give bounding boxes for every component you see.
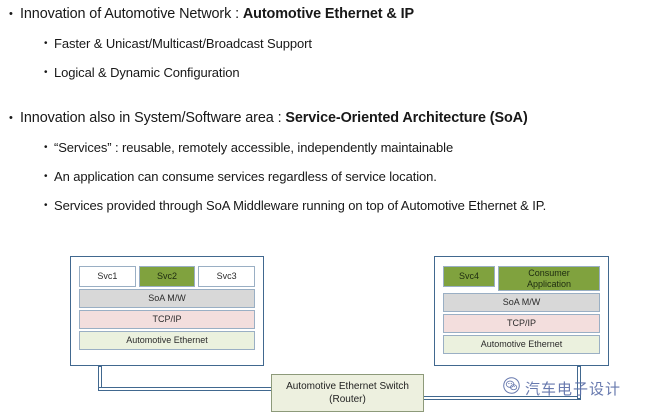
section-spacer [0,81,671,104]
bullet-text: Services provided through SoA Middleware… [54,198,547,213]
bullet-marker: • [44,171,48,182]
bullet-text: “Services” : reusable, remotely accessib… [54,140,454,155]
layer-soa-middleware-right: SoA M/W [443,293,600,312]
bullet-text: Innovation also in System/Software area … [20,110,528,127]
bullet-marker: • [9,8,13,20]
consumer-app-line2: Application [526,278,572,289]
connector-left-horizontal [98,387,274,391]
bullet-item-5: • An application can consume services re… [0,169,671,185]
service-row-right: Svc4 Consumer Application [443,266,600,291]
wechat-icon [503,377,520,399]
layer-automotive-ethernet-left: Automotive Ethernet [79,331,255,350]
bullet-marker: • [9,112,13,124]
bullet-marker: • [44,142,48,153]
service-box-svc3[interactable]: Svc3 [198,266,256,287]
switch-label-line2: (Router) [329,394,366,405]
service-row-left: Svc1 Svc2 Svc3 [79,266,256,287]
ecu-node-left: Svc1 Svc2 Svc3 SoA M/W TCP/IP Automotive… [70,256,264,366]
ecu-node-right: Svc4 Consumer Application SoA M/W TCP/IP… [434,256,609,366]
bullet-item-1: • Faster & Unicast/Multicast/Broadcast S… [0,36,671,52]
bullet-text-bold: Automotive Ethernet & IP [242,6,414,22]
architecture-diagram: Svc1 Svc2 Svc3 SoA M/W TCP/IP Automotive… [0,248,671,415]
switch-label-line1: Automotive Ethernet Switch [286,380,409,392]
bullet-item-6: • Services provided through SoA Middlewa… [0,198,671,214]
service-box-consumer-application[interactable]: Consumer Application [498,266,600,291]
layer-tcpip-right: TCP/IP [443,314,600,333]
bullet-text-bold: Service-Oriented Architecture (SoA) [285,110,528,126]
slide-content: • Innovation of Automotive Network : Aut… [0,6,671,214]
service-box-svc4[interactable]: Svc4 [443,266,495,287]
service-box-svc1[interactable]: Svc1 [79,266,136,287]
watermark: 汽车电子设计 [503,377,621,399]
bullet-text: Logical & Dynamic Configuration [54,65,240,80]
bullet-text-normal: Innovation also in System/Software area … [20,110,286,126]
bullet-text: An application can consume services rega… [54,169,437,184]
bullet-marker: • [44,200,48,211]
bullet-item-3: • Innovation also in System/Software are… [0,110,671,127]
connector-right-vertical [577,366,581,399]
watermark-text: 汽车电子设计 [525,379,622,398]
layer-automotive-ethernet-right: Automotive Ethernet [443,335,600,354]
automotive-ethernet-switch-box: Automotive Ethernet Switch (Router) [271,374,424,412]
bullet-marker: • [44,38,48,49]
protocol-stack-left: Svc1 Svc2 Svc3 SoA M/W TCP/IP Automotive… [79,266,256,350]
protocol-stack-right: Svc4 Consumer Application SoA M/W TCP/IP… [443,266,600,354]
consumer-app-line1: Consumer [528,268,570,279]
bullet-item-4: • “Services” : reusable, remotely access… [0,140,671,156]
layer-soa-middleware-left: SoA M/W [79,289,255,308]
bullet-text: Faster & Unicast/Multicast/Broadcast Sup… [54,36,312,51]
layer-tcpip-left: TCP/IP [79,310,255,329]
bullet-item-0: • Innovation of Automotive Network : Aut… [0,6,671,23]
bullet-text: Innovation of Automotive Network : Autom… [20,6,414,23]
bullet-item-2: • Logical & Dynamic Configuration [0,65,671,81]
bullet-marker: • [44,67,48,78]
bullet-text-normal: Innovation of Automotive Network : [20,6,243,22]
service-box-svc2[interactable]: Svc2 [138,266,196,287]
